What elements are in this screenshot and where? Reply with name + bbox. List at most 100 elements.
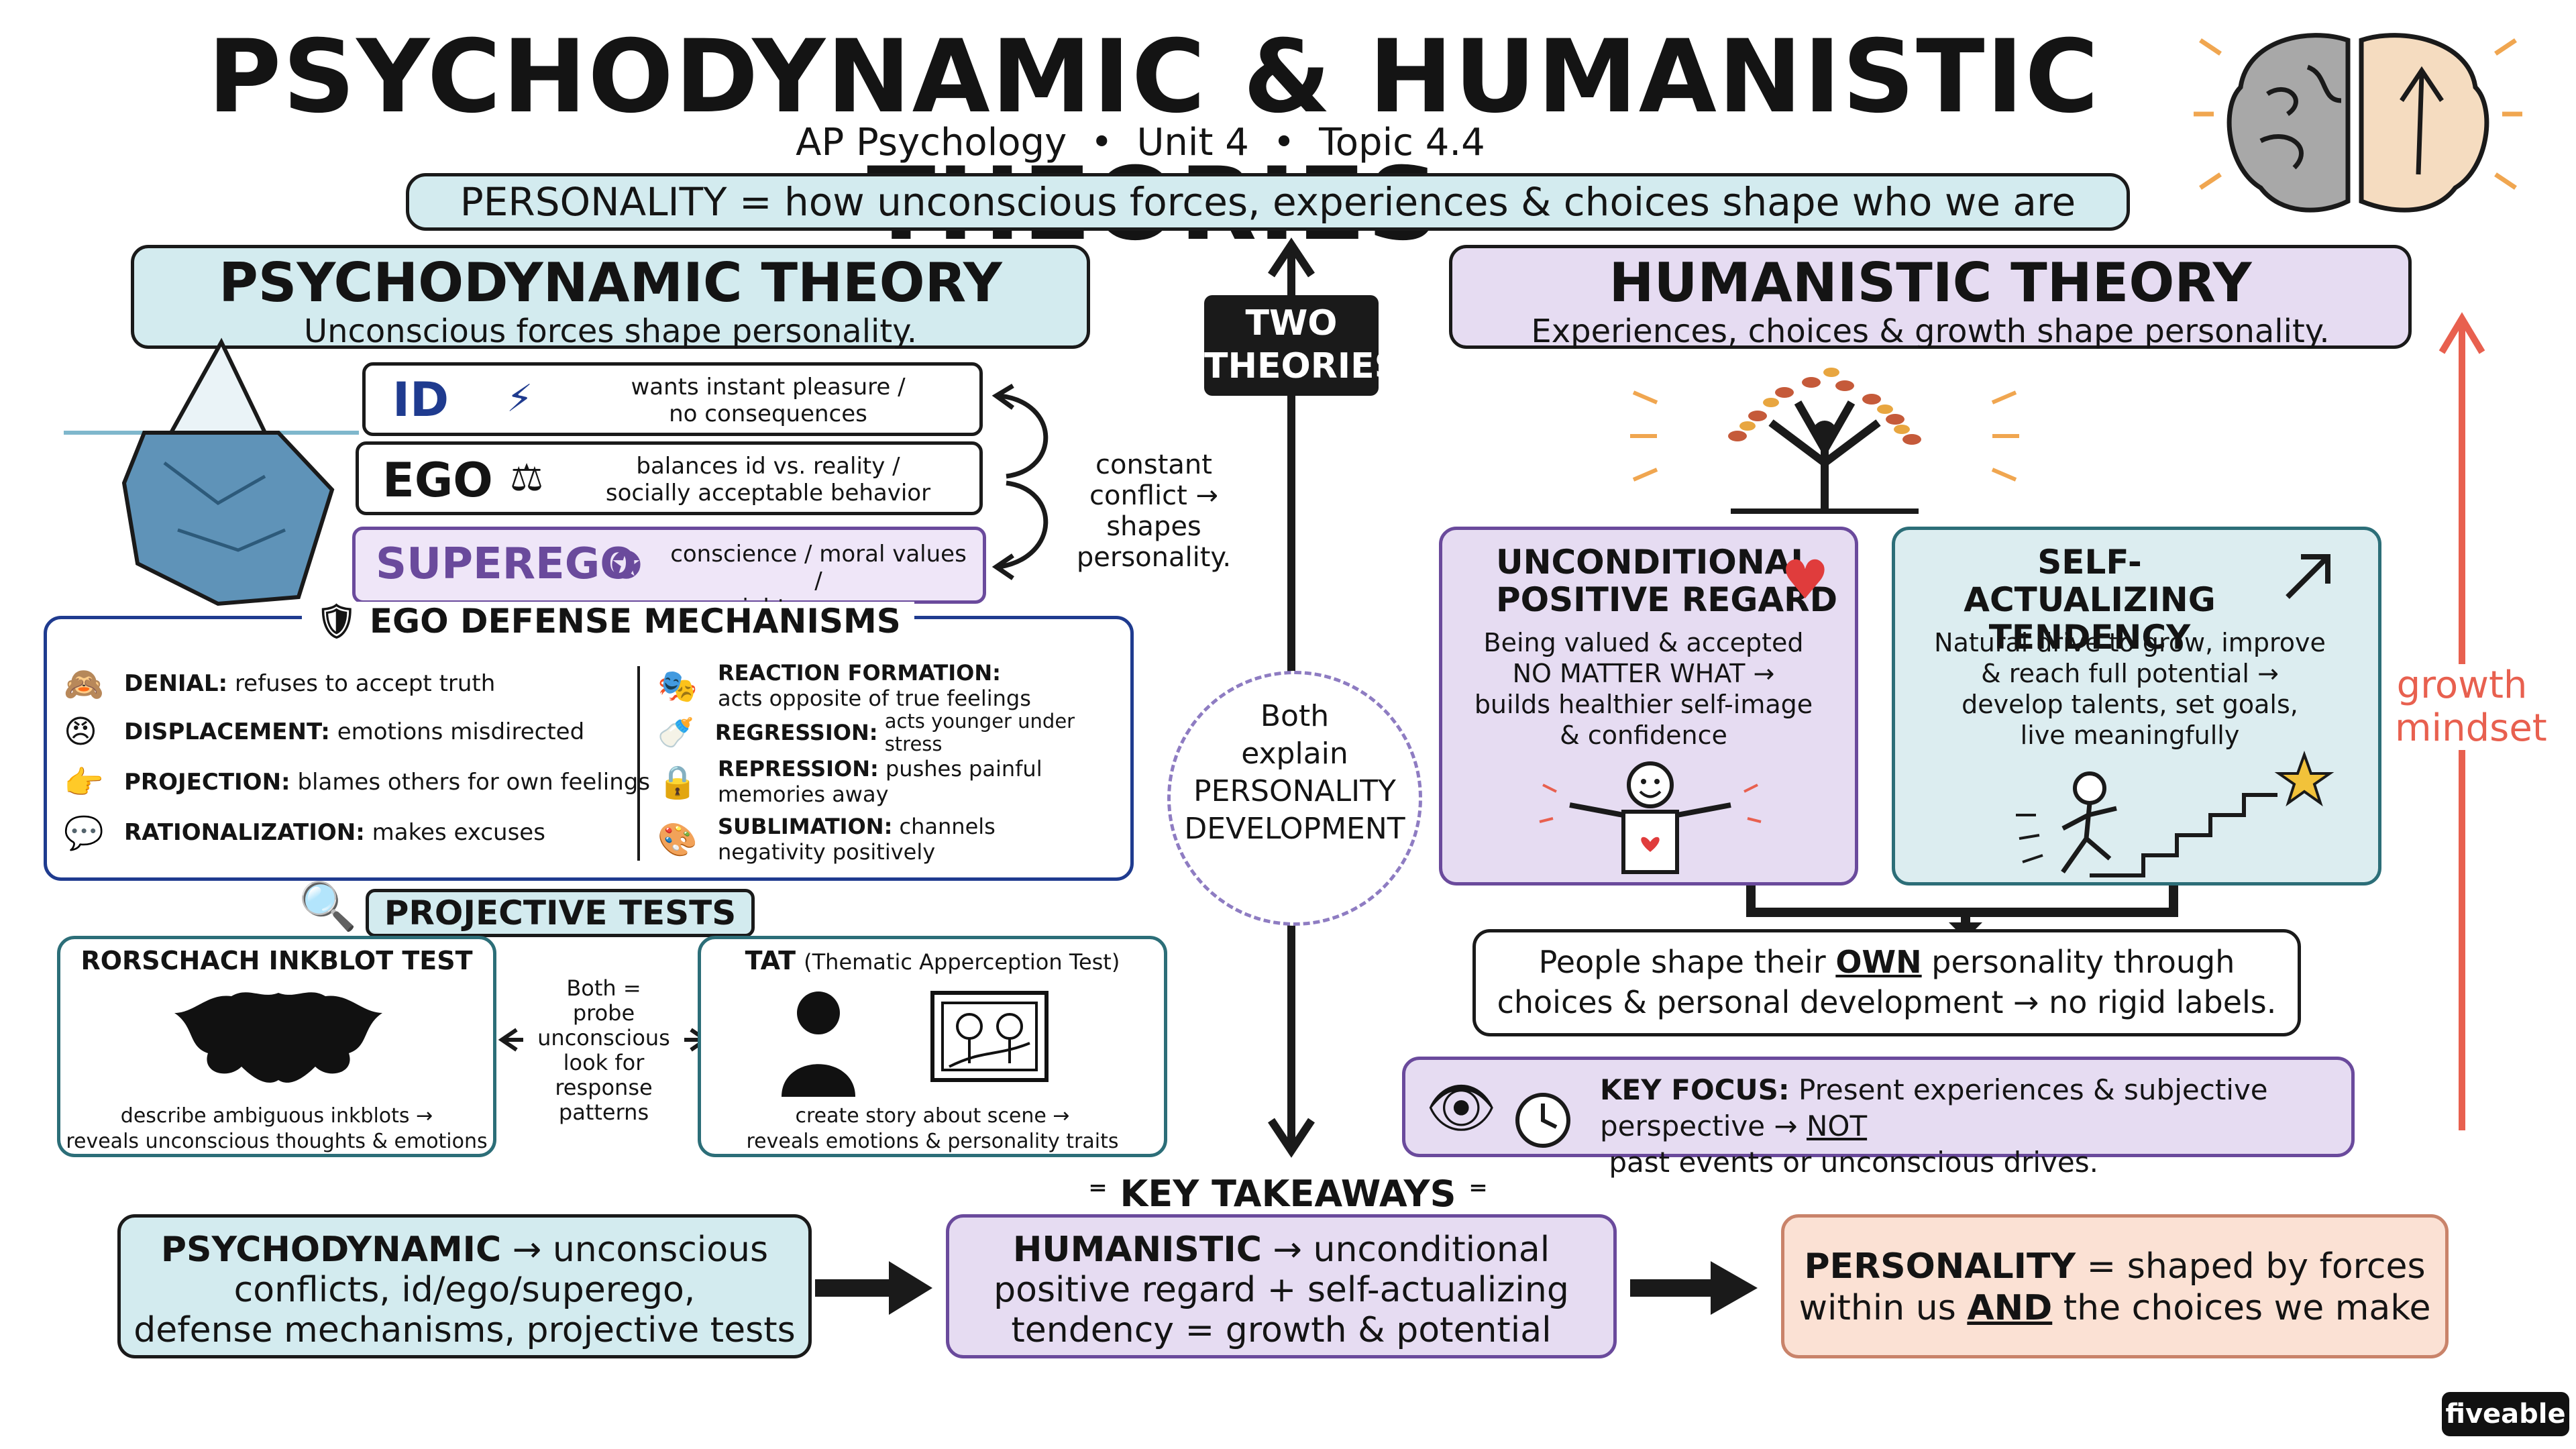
conflict-arrows xyxy=(991,383,1049,580)
climbing-stairs-icon xyxy=(2016,751,2334,877)
key-focus-line1-text: Present experiences & subjective xyxy=(1799,1073,2268,1106)
psychodynamic-title: PSYCHODYNAMIC THEORY xyxy=(219,252,1002,314)
defense-desc: refuses to accept truth xyxy=(234,670,496,697)
shield-icon: 🛡 xyxy=(315,602,370,641)
takeaway-per-l1: = shaped by forces xyxy=(2076,1246,2426,1287)
page-subtitle: AP Psychology • Unit 4 • Topic 4.4 xyxy=(796,121,1485,164)
conflict-note-line4: personality. xyxy=(1076,542,1232,573)
iceberg-illustration xyxy=(64,337,359,606)
defense-item-text: REPRESSION: pushes painful memories away xyxy=(718,756,1093,807)
upr-desc-line3: builds healthier self-image xyxy=(1474,690,1813,719)
psychodynamic-header: PSYCHODYNAMIC THEORY Unconscious forces … xyxy=(131,245,1090,349)
both-note-line4: look for xyxy=(563,1050,645,1075)
key-focus-not: NOT xyxy=(1806,1110,1868,1142)
defense-term: RATIONALIZATION: xyxy=(124,819,365,846)
defense-item: 💬 RATIONALIZATION: makes excuses xyxy=(64,808,667,857)
takeaway-humanistic: HUMANISTIC → unconditional positive rega… xyxy=(946,1214,1617,1358)
ego-row: EGO ⚖ balances id vs. reality / socially… xyxy=(356,441,983,515)
tat-full-name: (Thematic Apperception Test) xyxy=(804,949,1120,975)
eye-icon: 👁 xyxy=(1426,1075,1497,1140)
upr-title-line1: UNCONDITIONAL xyxy=(1496,543,1813,582)
both-explain-line3: PERSONALITY xyxy=(1193,774,1396,808)
self-actualizing-card: SELF-ACTUALIZING TENDENCY Natural drive … xyxy=(1892,527,2381,885)
takeaway-per-l2a: within us xyxy=(1799,1288,1968,1328)
takeaway-psy-line1: PSYCHODYNAMIC → unconscious xyxy=(121,1230,808,1270)
takeaway-arrow-2 xyxy=(1630,1261,1758,1315)
sat-title-line1: SELF-ACTUALIZING xyxy=(1964,543,2216,619)
takeaway-psy-l1: → unconscious xyxy=(501,1230,769,1270)
sat-title-line2: TENDENCY xyxy=(1988,618,2191,657)
sat-desc-line1: Natural drive to grow, improve xyxy=(1934,628,2326,657)
takeaway-hum-l1: → unconditional xyxy=(1261,1230,1550,1270)
ego-label: EGO xyxy=(382,453,493,508)
defense-item: 😠 DISPLACEMENT: emotions misdirected xyxy=(64,708,667,756)
id-desc: wants instant pleasure / no consequences xyxy=(587,374,949,427)
upr-desc: Being valued & accepted NO MATTER WHAT →… xyxy=(1456,627,1831,751)
takeaway-hum-line1: HUMANISTIC → unconditional xyxy=(949,1230,1613,1270)
conflict-note: constant conflict → shapes personality. xyxy=(1067,449,1241,573)
projective-both-note: Both = probe unconscious look for respon… xyxy=(523,976,684,1125)
brain-icon xyxy=(2194,33,2522,213)
takeaway-per-line1: PERSONALITY = shaped by forces xyxy=(1784,1246,2445,1287)
humanistic-subtitle: Experiences, choices & growth shape pers… xyxy=(1531,313,2330,350)
superego-desc-line1: conscience / moral values / xyxy=(670,541,967,594)
fiveable-logo: fiveable xyxy=(2442,1392,2569,1436)
defense-term: REACTION FORMATION: xyxy=(718,660,1001,686)
theater-masks-icon: 🎭 xyxy=(657,667,698,705)
sat-desc-line2: & reach full potential → xyxy=(1981,659,2279,688)
both-note-line1: Both = xyxy=(566,975,641,1001)
pointing-hand-icon: 👉 xyxy=(64,763,104,802)
rorschach-desc-line1: describe ambiguous inkblots → xyxy=(120,1104,433,1128)
definition-text: PERSONALITY = how unconscious forces, ex… xyxy=(460,179,2076,225)
key-focus-label: KEY FOCUS: xyxy=(1600,1073,1790,1106)
defense-desc: makes excuses xyxy=(372,819,545,846)
lock-icon: 🔒 xyxy=(657,763,698,801)
takeaway-psy-term: PSYCHODYNAMIC xyxy=(160,1230,502,1270)
upr-desc-line2: NO MATTER WHAT → xyxy=(1512,659,1775,688)
shape-own: OWN xyxy=(1835,944,1922,980)
ego-desc-line2: socially acceptable behavior xyxy=(605,480,931,506)
ego-desc-line1: balances id vs. reality / xyxy=(636,453,900,480)
takeaway-personality: PERSONALITY = shaped by forces within us… xyxy=(1781,1214,2449,1358)
defense-left-column: 🙈 DENIAL: refuses to accept truth 😠 DISP… xyxy=(64,659,667,857)
both-explain-line2: explain xyxy=(1241,737,1348,771)
humanistic-header: HUMANISTIC THEORY Experiences, choices &… xyxy=(1449,245,2412,349)
both-explain-line4: DEVELOPMENT xyxy=(1184,812,1405,846)
takeaway-per-and: AND xyxy=(1967,1288,2053,1328)
projective-tests-heading: PROJECTIVE TESTS xyxy=(366,889,755,937)
defense-term: REGRESSION: xyxy=(714,720,878,745)
defense-item-text: REACTION FORMATION:acts opposite of true… xyxy=(718,660,1031,711)
personality-definition-banner: PERSONALITY = how unconscious forces, ex… xyxy=(406,173,2130,231)
conflict-note-line1: constant xyxy=(1095,449,1212,480)
takeaway-hum-term: HUMANISTIC xyxy=(1012,1230,1262,1270)
rorschach-card: RORSCHACH INKBLOT TEST describe ambiguou… xyxy=(57,936,496,1157)
two-theories-badge: TWO THEORIES xyxy=(1204,295,1400,396)
defense-term: DISPLACEMENT: xyxy=(124,718,330,745)
key-focus-panel: 👁 KEY FOCUS: Present experiences & subje… xyxy=(1402,1057,2355,1179)
defense-desc: pushes painful memories away xyxy=(718,756,1042,807)
id-label: ID xyxy=(392,372,449,427)
upr-title: UNCONDITIONAL POSITIVE REGARD xyxy=(1496,543,1837,619)
both-note-line5: response xyxy=(555,1075,653,1100)
arrow-up-right-icon xyxy=(2286,554,2330,599)
key-focus-text: KEY FOCUS: Present experiences & subject… xyxy=(1600,1072,2351,1181)
shape-post: personality through xyxy=(1921,944,2235,980)
tat-desc-line1: create story about scene → xyxy=(795,1104,1070,1128)
defense-item: 🍼 REGRESSION: acts younger under stress xyxy=(657,710,1127,755)
takeaway-per-l2b: the choices we make xyxy=(2052,1288,2431,1328)
tat-title-row: TAT (Thematic Apperception Test) xyxy=(701,946,1164,975)
defense-heading-text: EGO DEFENSE MECHANISMS xyxy=(369,602,901,641)
takeaway-per-text: PERSONALITY = shaped by forces within us… xyxy=(1784,1246,2445,1329)
tat-desc: create story about scene → reveals emoti… xyxy=(701,1104,1164,1155)
shape-line2: choices & personal development → no rigi… xyxy=(1497,984,2277,1020)
defense-desc: channels negativity positively xyxy=(718,814,996,865)
magnifier-icon: 🔍 xyxy=(299,879,358,934)
tat-title: TAT xyxy=(745,946,796,975)
both-explain-line1: Both xyxy=(1260,699,1330,733)
shape-pre: People shape their xyxy=(1538,944,1836,980)
both-explain-circle: Both explain PERSONALITY DEVELOPMENT xyxy=(1167,671,1422,926)
defense-term: SUBLIMATION: xyxy=(718,814,893,839)
two-theories-line2: THEORIES xyxy=(1204,346,1400,386)
conflict-note-line3: shapes xyxy=(1106,511,1201,542)
key-focus-line1: KEY FOCUS: Present experiences & subject… xyxy=(1600,1072,2351,1108)
